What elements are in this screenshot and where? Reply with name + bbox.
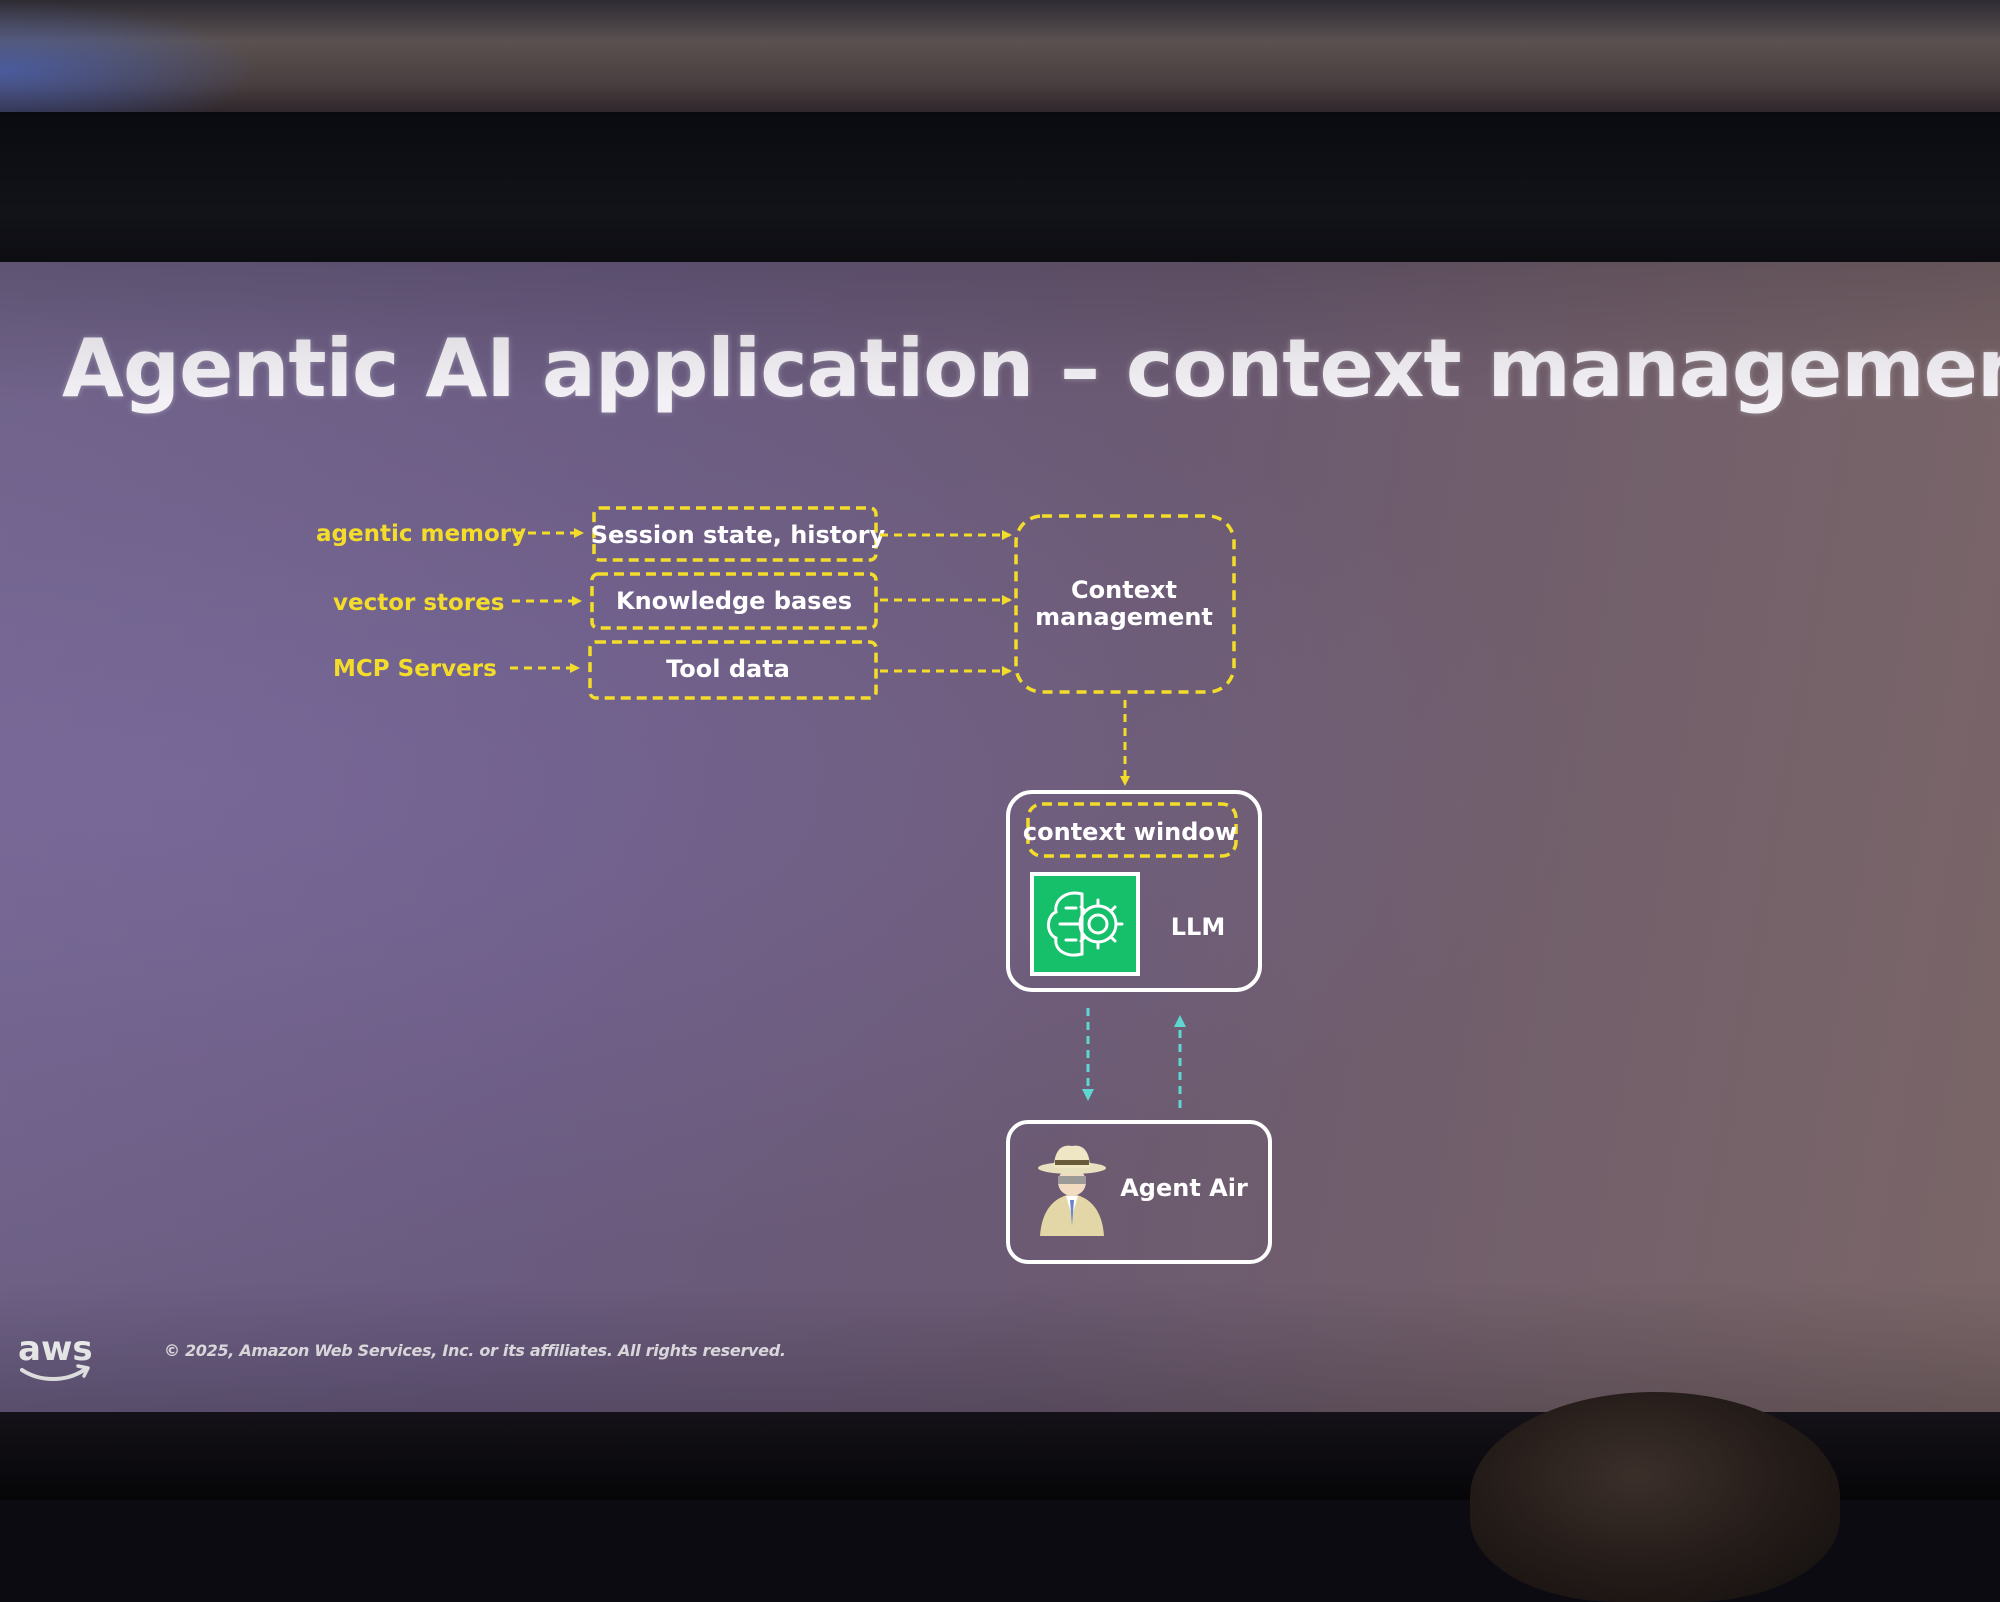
context-management-line2: management [1035, 603, 1213, 631]
session-state-box [592, 506, 878, 562]
session-state-label: Session state, history [591, 521, 886, 549]
brain-gear-icon [1030, 872, 1140, 976]
knowledge-bases-label: Knowledge bases [616, 587, 852, 615]
slide-title: Agentic AI application – context managem… [62, 322, 2000, 415]
knowledge-bases-box [590, 572, 878, 630]
room-ceiling [0, 0, 2000, 118]
source-label-mcp-servers: MCP Servers [333, 656, 497, 682]
context-window-box [1026, 802, 1238, 858]
source-label-agentic-memory: agentic memory [316, 521, 526, 547]
agent-label: Agent Air [1120, 1174, 1248, 1202]
aws-logo-text: aws [18, 1330, 93, 1369]
context-window-label: context window [1023, 818, 1237, 846]
agent-box [1006, 1120, 1272, 1264]
projection-screen: Agentic AI application – context managem… [0, 262, 2000, 1420]
source-label-vector-stores: vector stores [333, 590, 505, 616]
audience-head [1470, 1392, 1840, 1602]
context-management-diagram: agentic memory vector stores MCP Servers… [316, 506, 1272, 1264]
ceiling-light-glow [0, 0, 260, 118]
context-management-line1: Context [1071, 576, 1177, 604]
aws-logo-icon: aws [18, 1330, 93, 1381]
tool-data-box [588, 640, 878, 700]
detective-agent-icon [1038, 1145, 1106, 1236]
llm-container [1006, 790, 1262, 992]
copyright-footer: © 2025, Amazon Web Services, Inc. or its… [164, 1341, 786, 1360]
tool-data-label: Tool data [666, 655, 790, 683]
llm-label: LLM [1171, 913, 1225, 941]
screen-top-border [0, 112, 2000, 282]
